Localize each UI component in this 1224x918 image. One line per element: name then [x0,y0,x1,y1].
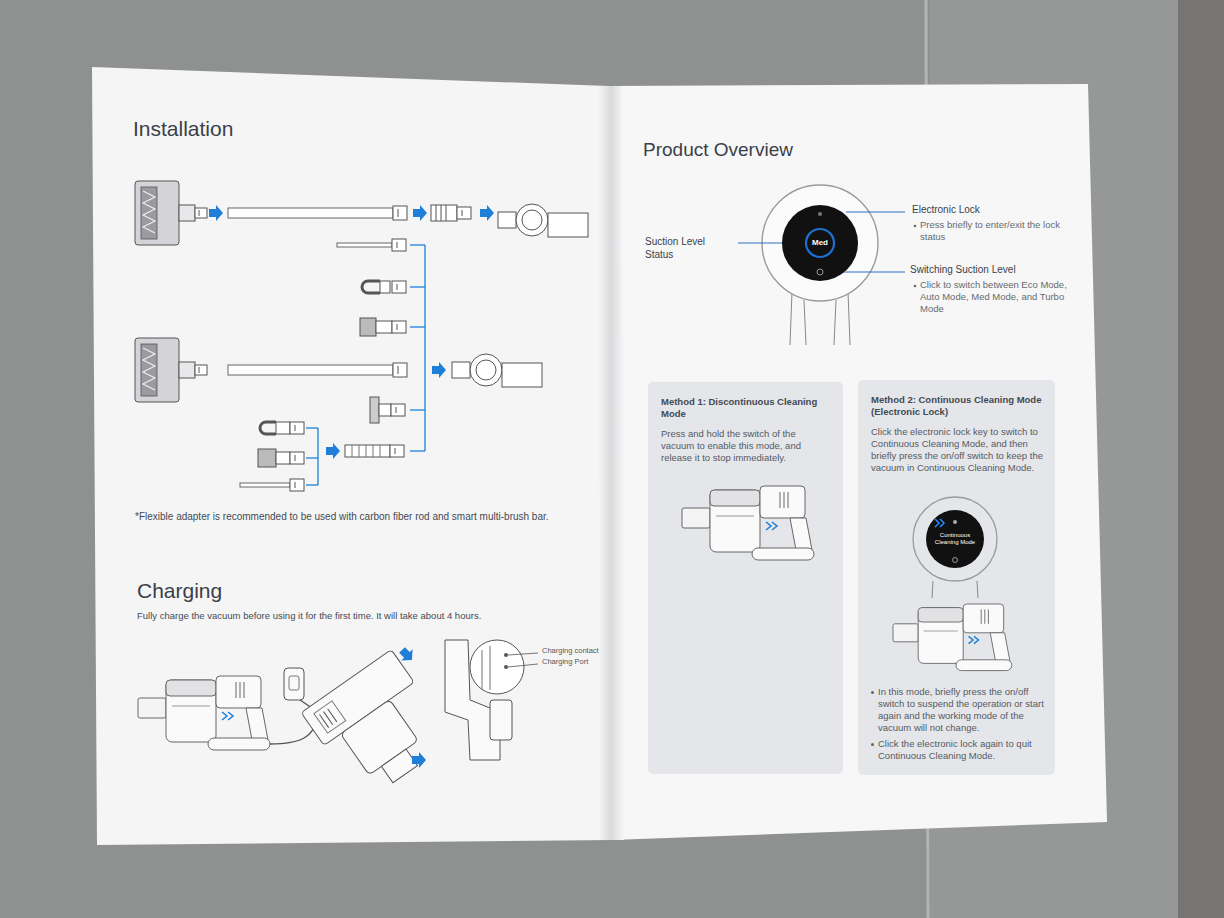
section-heading: Charging [137,578,222,604]
screen-text: Med [792,238,848,248]
mode-button [817,269,823,275]
part-label: Electronic Lock [912,204,980,217]
lock-icon [953,520,957,524]
display-illustration [738,185,916,345]
vacuum-drawing [682,486,1012,671]
part-description: Press briefly to enter/exit the lock sta… [920,219,1060,243]
bullet-dot [871,691,874,694]
panel-text: Press and hold the switch of the vacuum … [661,428,831,464]
part-description: Click to switch between Eco Mode, Auto M… [920,279,1070,315]
mode-panel: Method 1: Discontinuous Cleaning ModePre… [648,382,843,774]
screen-text: Continuous Cleaning Mode [934,532,976,547]
bullet-dot [871,743,874,746]
part-label: Charging Port [542,657,588,666]
mode-button [953,558,958,563]
charging-drawing [138,640,538,803]
part-label: Charging contact [542,646,599,655]
display-screen: Continuous Cleaning Mode [926,510,984,568]
lock-icon [818,212,822,216]
display-screen: Med [782,205,858,281]
screen-face [926,510,984,568]
instruction-text: Fully charge the vacuum before using it … [137,610,605,622]
panel-text: In this mode, briefly press the on/off s… [878,686,1044,734]
section-heading: Installation [133,116,233,142]
section-heading: Product Overview [643,138,793,162]
footnote: *Flexible adapter is recommended to be u… [135,511,605,524]
screen-face [782,205,858,281]
panel-heading: Method 2: Continuous Cleaning Mode (Elec… [871,394,1043,418]
installation-drawing [135,181,588,491]
part-label: Switching Suction Level [910,264,1016,277]
part-label: Suction Level Status [645,236,735,261]
booklet [92,67,1107,845]
panel-text: Click the electronic lock again to quit … [878,738,1044,762]
panel-heading: Method 1: Discontinuous Cleaning Mode [661,396,831,420]
panel-text: Click the electronic lock key to switch … [871,426,1043,474]
switch-chevrons [935,519,944,527]
mode-panel: Method 2: Continuous Cleaning Mode (Elec… [858,380,1055,775]
